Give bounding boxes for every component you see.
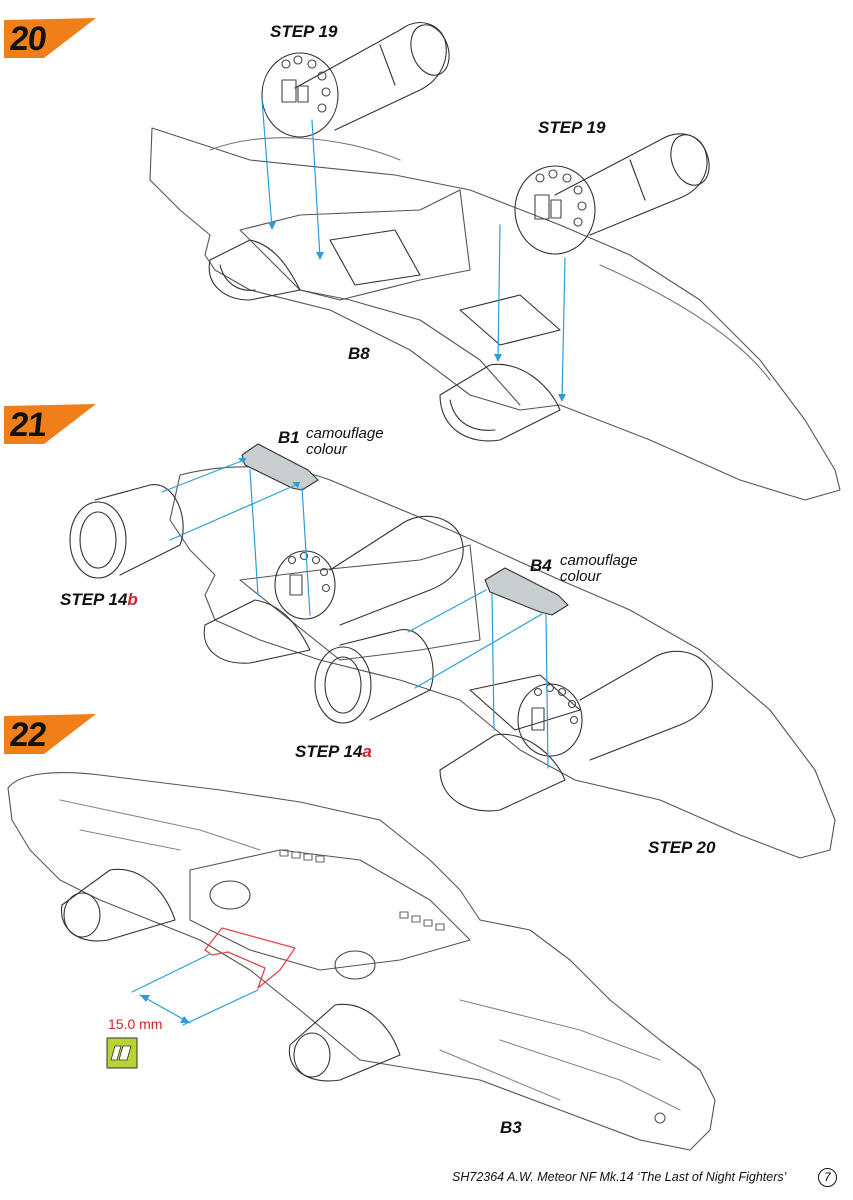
dimension-indicator [131,953,259,1026]
part-b4-note: camouflage colour [560,553,638,585]
step-20-guide-arrows [261,99,566,402]
part-b1-note-line1: camouflage [306,425,384,442]
part-b4-label: B4 [530,556,552,575]
footer-caption: SH72364 A.W. Meteor NF Mk.14 ‘The Last o… [452,1170,787,1184]
badge-shape-icon [4,18,96,58]
step-14b-suffix: b [127,590,138,609]
step-14a-suffix: a [362,742,372,761]
part-b1-label: B1 [278,428,300,447]
part-b3-label: B3 [500,1118,522,1137]
part-b4-note-line2: colour [560,568,601,585]
step-20-assembly-drawing [149,22,841,501]
step-20-badge: 20 [4,14,100,58]
badge-shape-icon [4,714,96,754]
step-14b-label: STEP 14b [60,590,138,610]
page-number: 7 [818,1168,837,1187]
step-21-badge: 21 [4,400,100,444]
step-14a-label: STEP 14a [295,742,372,762]
step-19-label-left: STEP 19 [270,22,338,41]
step-14a-prefix: STEP 14 [295,742,363,761]
part-b1-note-line2: colour [306,441,347,458]
part-b4-panel [484,567,569,616]
step-14b-prefix: STEP 14 [60,590,128,609]
cutter-tool-icon [106,1037,138,1069]
step-19-label-right: STEP 19 [538,118,606,137]
step-21-assembly-drawing [69,443,836,859]
part-b1-note: camouflage colour [306,426,384,458]
badge-shape-icon [4,404,96,444]
part-b1-panel [241,443,319,491]
cut-outline [204,927,296,989]
dimension-label: 15.0 mm [108,1016,163,1032]
part-b4-note-line1: camouflage [560,552,638,569]
step-20-label: STEP 20 [648,838,716,857]
step-22-badge: 22 [4,710,100,754]
part-b8-label: B8 [348,344,370,363]
step-21-guide-arrows [161,458,549,769]
step-22-assembly-drawing [7,772,716,1151]
